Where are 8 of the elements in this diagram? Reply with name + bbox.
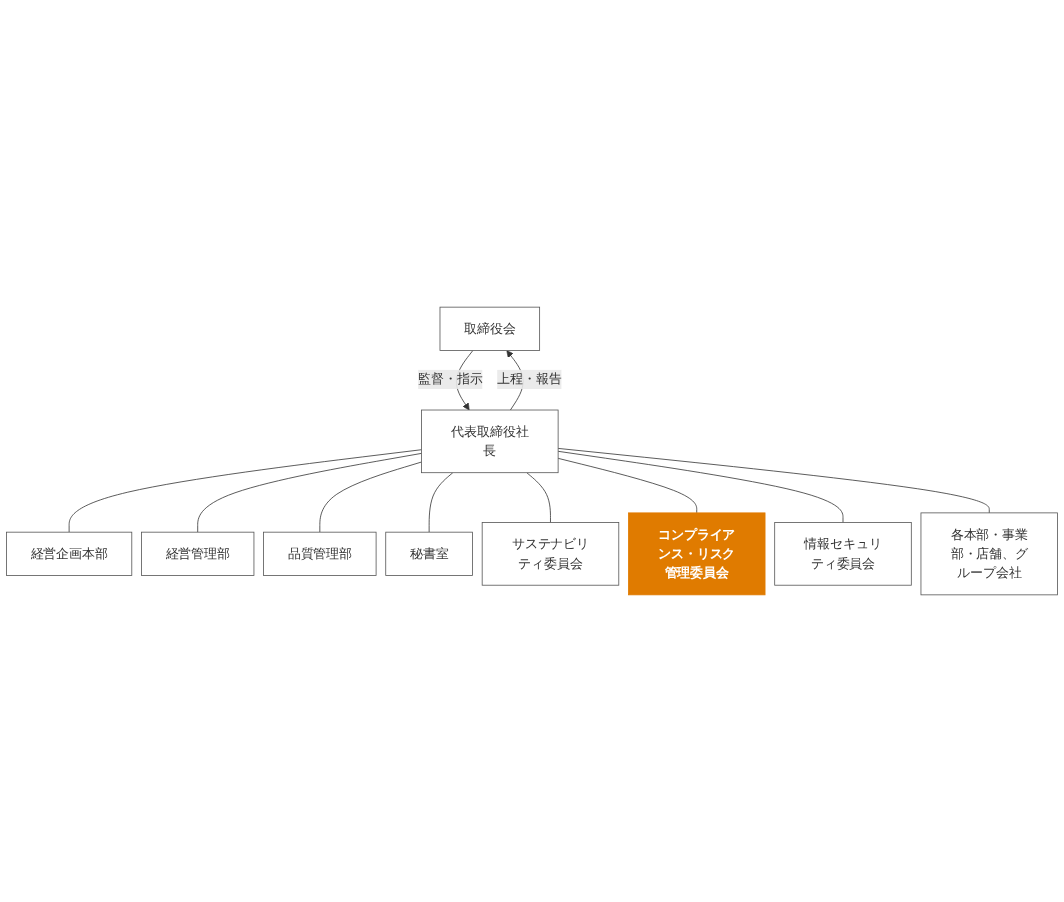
connector [557,448,990,514]
connector [557,450,844,523]
connector [68,449,422,533]
connector [526,472,551,523]
connector [319,461,422,533]
connector [428,472,454,533]
connector [557,457,698,514]
connector [197,453,422,533]
